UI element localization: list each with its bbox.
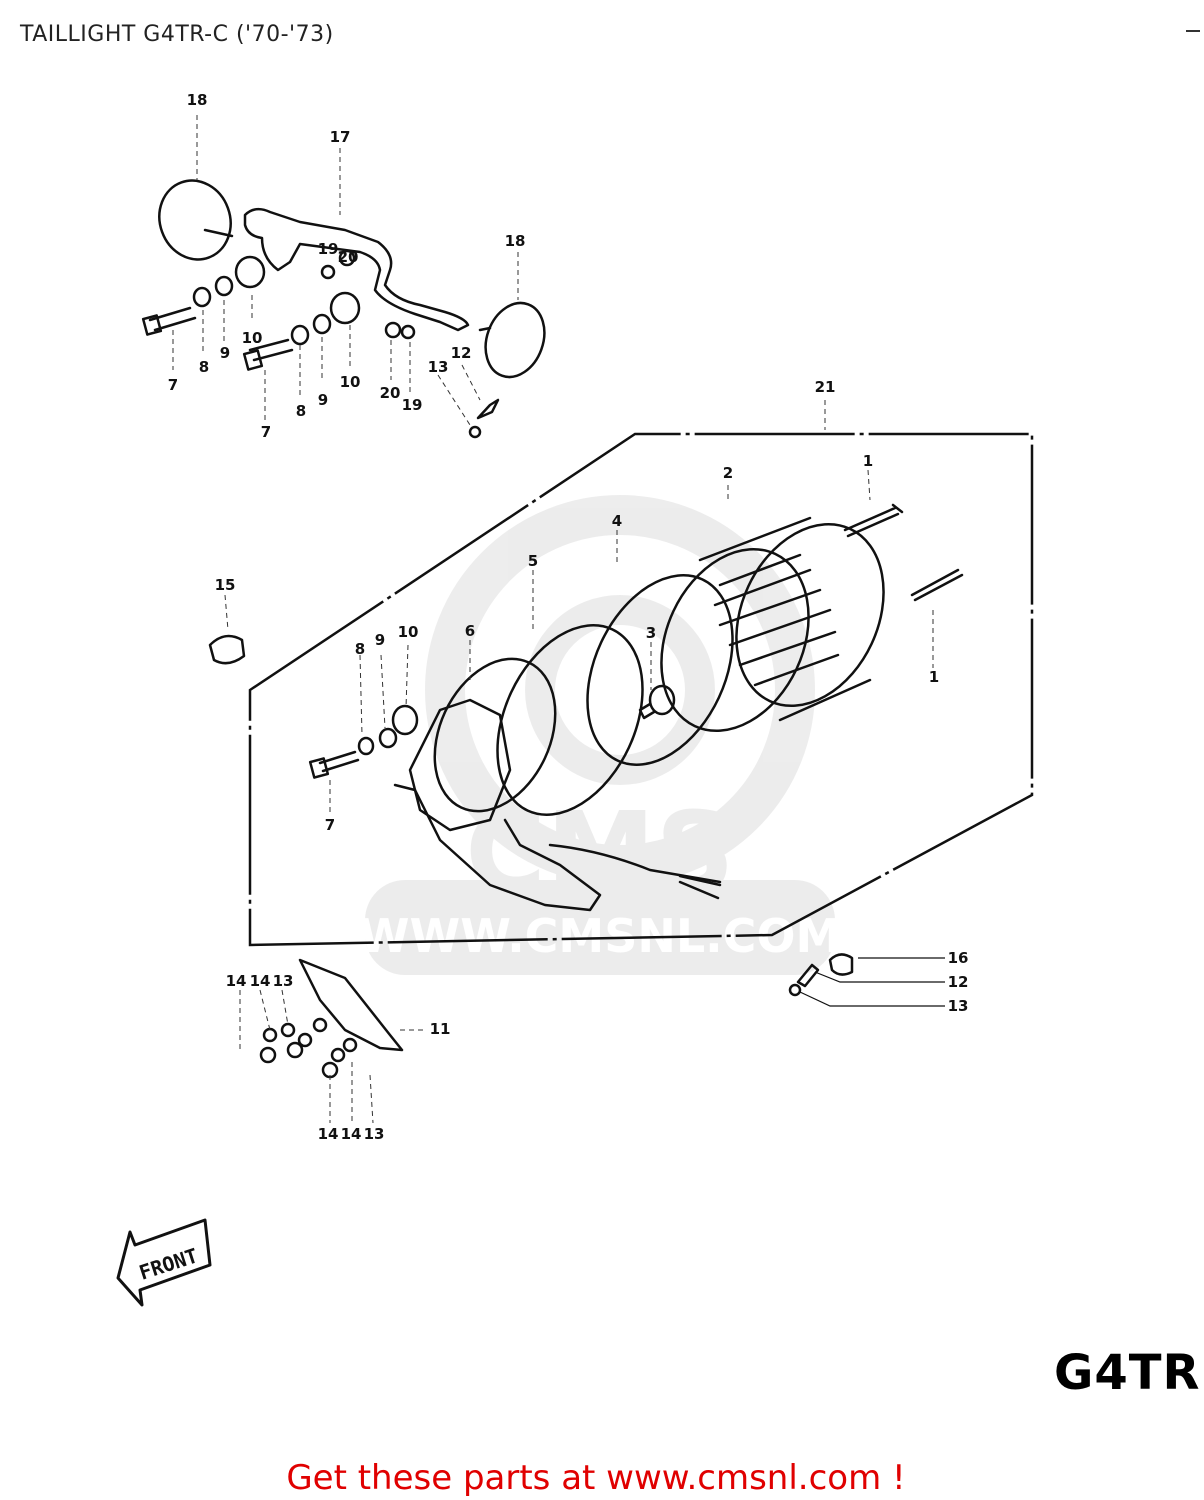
front-arrow-icon: FRONT	[116, 1218, 212, 1307]
callout-15: 15	[215, 576, 236, 594]
callout-10: 10	[242, 329, 263, 347]
callout-18-right: 18	[505, 232, 526, 250]
shop-link[interactable]: Get these parts at www.cmsnl.com !	[0, 1458, 1204, 1498]
callout-4: 4	[612, 512, 622, 530]
callout-14-d: 14	[341, 1125, 362, 1143]
assembly-outline	[248, 432, 1034, 947]
callout-7-mid: 7	[325, 816, 335, 834]
leader-lines-solid	[799, 957, 945, 1007]
callout-1: 1	[863, 452, 873, 470]
corner-tick	[1186, 30, 1200, 32]
grommet	[208, 634, 246, 665]
callout-7: 7	[168, 376, 178, 394]
model-code: G4TR	[1054, 1345, 1201, 1401]
callout-10-mid: 10	[398, 623, 419, 641]
reflector-right	[478, 301, 546, 379]
callout-19: 19	[318, 240, 339, 258]
callout-2: 2	[723, 464, 733, 482]
callout-12: 12	[451, 344, 472, 362]
callout-8: 8	[199, 358, 209, 376]
leader-lines	[172, 115, 934, 1124]
callout-18: 18	[187, 91, 208, 109]
reflector-disk	[496, 624, 644, 816]
reflector-left	[158, 179, 234, 261]
callout-9-mid: 9	[375, 631, 385, 649]
callout-5: 5	[528, 552, 538, 570]
lens-housing	[660, 516, 885, 733]
callout-9: 9	[220, 344, 230, 362]
lamp-base	[393, 657, 722, 912]
callout-20-lower: 20	[380, 384, 401, 402]
callout-3: 3	[646, 624, 656, 642]
callout-13: 13	[428, 358, 449, 376]
gasket-ring	[586, 574, 734, 766]
callout-8-lower: 8	[296, 402, 306, 420]
callout-19-lower: 19	[402, 396, 423, 414]
callout-labels: 18 17 19 20 18 10 7 8 9 10 7 8 9 20 19 1…	[168, 91, 969, 1143]
callout-16: 16	[948, 949, 969, 967]
callout-13-bottom: 13	[364, 1125, 385, 1143]
callout-8-mid: 8	[355, 640, 365, 658]
callout-12-right: 12	[948, 973, 969, 991]
bulb	[638, 684, 676, 720]
callout-20: 20	[338, 248, 359, 266]
callout-6: 6	[465, 622, 475, 640]
callout-13-right: 13	[948, 997, 969, 1015]
callout-9-lower: 9	[318, 391, 328, 409]
screw-top	[843, 503, 904, 538]
callout-13-top: 13	[273, 972, 294, 990]
callout-7-lower: 7	[261, 423, 271, 441]
callout-17: 17	[330, 128, 351, 146]
callout-14-b: 14	[250, 972, 271, 990]
license-bracket	[298, 958, 404, 1052]
callout-21: 21	[815, 378, 836, 396]
lower-hardware	[308, 704, 419, 779]
diagram-title: TAILLIGHT G4TR-C ('70-'73)	[20, 22, 334, 47]
callout-14-c: 14	[318, 1125, 339, 1143]
right-hardware	[788, 953, 854, 997]
upper-hardware	[141, 249, 500, 439]
bracket	[243, 207, 470, 332]
callout-11: 11	[430, 1020, 451, 1038]
screw-bottom	[910, 568, 964, 602]
callout-14-a: 14	[226, 972, 247, 990]
callout-10-lower: 10	[340, 373, 361, 391]
shop-link-text[interactable]: Get these parts at www.cmsnl.com !	[286, 1458, 906, 1498]
callout-1-lower: 1	[929, 668, 939, 686]
